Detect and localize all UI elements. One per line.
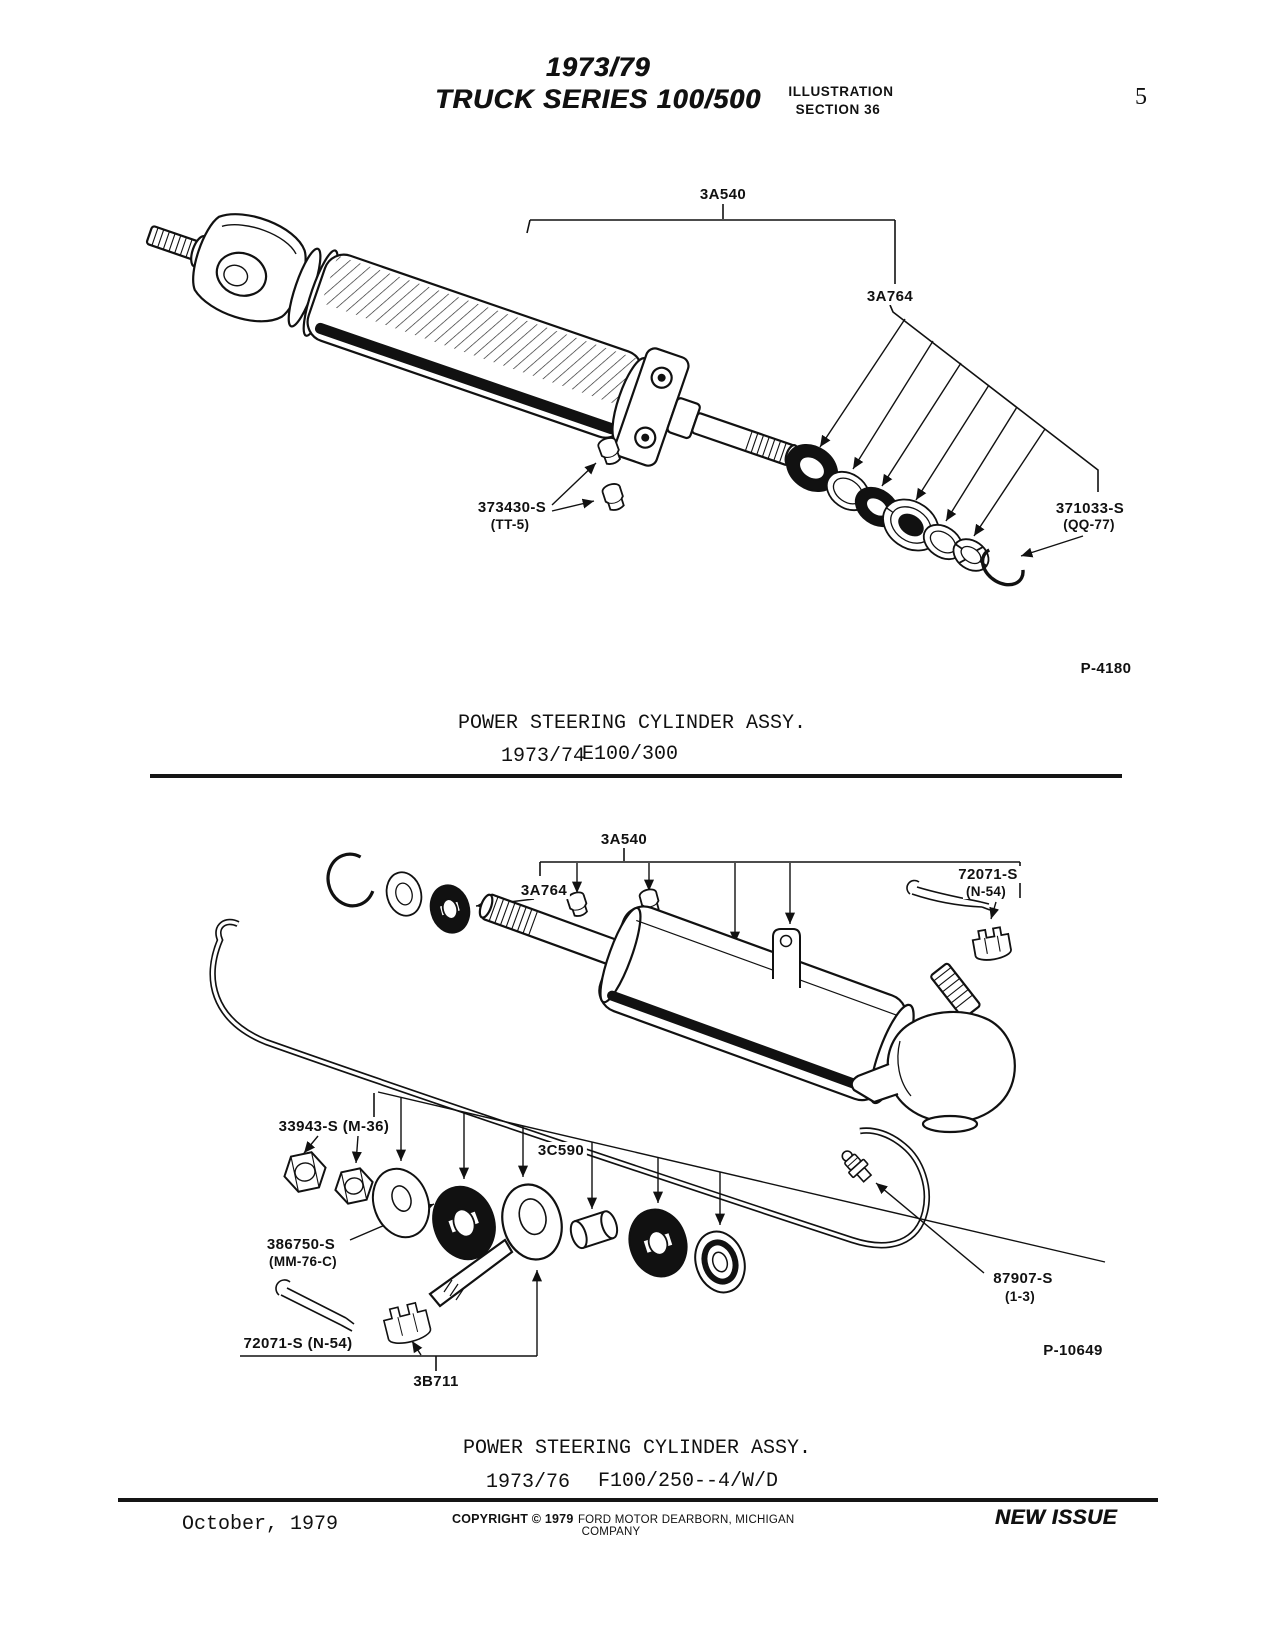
caption-top-years: 1973/74 [500, 745, 586, 768]
callout-snap-ring: 371033-S [1052, 500, 1128, 517]
callout-plug-ref: (TT-5) [487, 517, 533, 532]
callout-3a540-bottom: 3A540 [597, 831, 651, 848]
pipe-plug-1 [597, 436, 623, 467]
rod-snap-ring [322, 850, 375, 911]
castle-nut-bottom [382, 1301, 433, 1347]
footer-copyright-text: FORD MOTOR DEARBORN, MICHIGAN [577, 1514, 795, 1526]
bushing-b [621, 1202, 695, 1284]
gland-nut-4 [873, 489, 949, 561]
cotter-pin-top [907, 881, 990, 910]
spacer-tube [568, 1209, 620, 1250]
footer-date: October, 1979 [181, 1513, 339, 1536]
seal-kit-stack [778, 435, 1026, 592]
top-diagram-art [140, 160, 1150, 680]
page-title-line2: TRUCK SERIES 100/500 [434, 84, 762, 114]
callout-snap-ring-ref: (QQ-77) [1060, 517, 1118, 532]
footer-new-issue: NEW ISSUE [994, 1506, 1118, 1529]
callout-grease-fitting-ref: (1-3) [1001, 1289, 1039, 1304]
bushing-a [423, 1178, 505, 1268]
washer-disc-a [364, 1161, 439, 1245]
washer-disc-b [688, 1225, 753, 1299]
callout-3a540-top: 3A540 [696, 186, 750, 203]
callout-cotter-top: 72071-S [955, 866, 1021, 883]
callout-plug: 373430-S [474, 499, 550, 516]
top-leader-lines [527, 204, 1098, 492]
footer-copyright-line2: COMPANY [581, 1526, 641, 1538]
cotter-pin-bottom [276, 1280, 354, 1331]
caption-bottom-title: POWER STEERING CYLINDER ASSY. [462, 1437, 812, 1460]
grease-fitting [837, 1146, 875, 1185]
rod-bushing [425, 881, 474, 937]
footer-copyright: COPYRIGHT © 1979 FORD MOTOR DEARBORN, MI… [452, 1510, 794, 1528]
pipe-plug-2 [601, 482, 626, 512]
mounting-tab [773, 929, 800, 988]
page-number: 5 [1135, 84, 1147, 110]
washer-ring-2 [819, 464, 876, 518]
footer-copyright-bold: COPYRIGHT © 1979 [452, 1512, 574, 1526]
bottom-diagram-art [130, 795, 1160, 1410]
pipe-plug-3 [566, 890, 589, 918]
callout-grease-fitting: 87907-S [990, 1270, 1056, 1287]
snap-ring-7 [976, 547, 1026, 592]
section-header-line2: SECTION 36 [795, 102, 881, 117]
figure-number-top: P-4180 [1077, 660, 1135, 677]
callout-3a764-bottom: 3A764 [517, 882, 571, 899]
hex-nut-a [281, 1150, 330, 1194]
callout-bushing-kit: 386750-S [263, 1236, 339, 1253]
top-fan-arrows [552, 319, 1083, 558]
page-title-line1: 1973/79 [545, 52, 651, 82]
tie-rod-end [852, 963, 1015, 1132]
section-header-line1: ILLUSTRATION [788, 84, 894, 99]
power-cylinder [140, 180, 815, 510]
footer-rule [118, 1498, 1158, 1502]
ball-housing [888, 1012, 1015, 1122]
callout-cotter-top-ref: (N-54) [962, 884, 1010, 899]
caption-bottom-years: 1973/76 [485, 1471, 571, 1494]
callout-rod: 3C590 [534, 1142, 588, 1159]
figure-number-bottom: P-10649 [1040, 1342, 1106, 1359]
callout-rod-end: 3B711 [410, 1373, 462, 1390]
caption-top-model: E100/300 [581, 743, 679, 766]
piston-rod [691, 413, 794, 466]
callout-nuts: 33943-S (M-36) [275, 1118, 393, 1135]
caption-bottom-model: F100/250--4/W/D [597, 1470, 779, 1493]
caption-top-title: POWER STEERING CYLINDER ASSY. [457, 712, 807, 735]
callout-3a764-top: 3A764 [863, 288, 917, 305]
rod-end-eye [430, 1178, 570, 1306]
divider-rule [150, 774, 1122, 778]
ball-stud [930, 963, 981, 1019]
hex-nut-b [332, 1166, 376, 1205]
callout-cotter-bottom: 72071-S (N-54) [240, 1335, 356, 1352]
connecting-rod [213, 922, 927, 1245]
lock-washer-6 [947, 533, 994, 578]
rod-washer [382, 868, 426, 919]
castle-nut-top [971, 926, 1012, 962]
seal-ring-1 [778, 435, 846, 500]
callout-bushing-kit-ref: (MM-76-C) [266, 1254, 340, 1269]
